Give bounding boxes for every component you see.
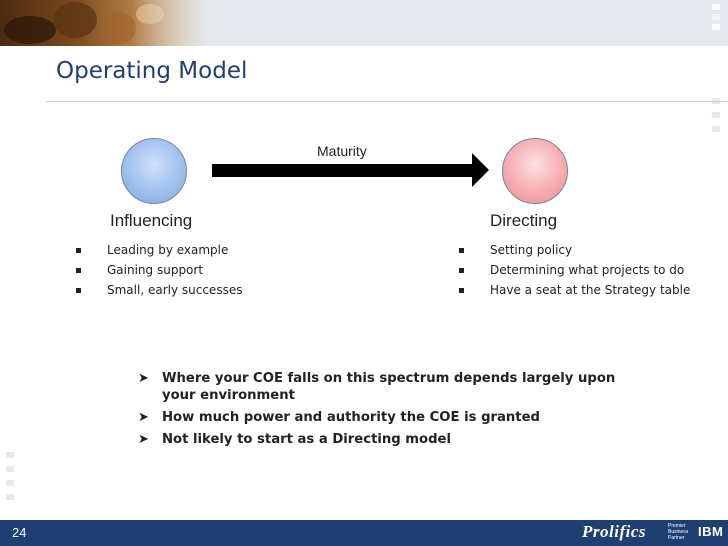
page-number: 24 [12,525,27,540]
partner-line: Partner [668,535,685,541]
header-blocks-right [708,0,728,46]
partner-line: Business [668,529,689,535]
summary-item: ➤ Not likely to start as a Directing mode… [138,431,638,448]
directing-circle [502,138,568,204]
partner-line: Premier [668,523,686,529]
list-item: Have a seat at the Strategy table [455,282,695,298]
list-item-text: Determining what projects to do [490,263,685,277]
list-item-text: Gaining support [107,263,204,277]
header-photo-fade [132,0,212,46]
summary-item-text: Where your COE falls on this spectrum de… [162,371,616,403]
arrow-bullet-icon: ➤ [138,371,149,386]
square-bullet-icon [76,248,81,253]
square-bullet-icon [459,288,464,293]
decor-block [712,126,720,132]
influencing-label: Influencing [110,211,193,230]
summary-list: ➤ Where your COE falls on this spectrum d… [138,370,638,453]
side-blocks-left [6,452,26,512]
square-bullet-icon [76,268,81,273]
summary-item: ➤ How much power and authority the COE is… [138,409,638,426]
directing-label: Directing [490,211,558,230]
maturity-arrow-head-icon [472,153,489,187]
decor-block [712,24,720,30]
maturity-arrow [212,164,474,177]
list-item: Setting policy [455,242,695,258]
prolifics-logo: Prolifics [582,522,646,541]
decor-block [712,14,720,20]
side-blocks-right [710,98,728,138]
list-item: Determining what projects to do [455,262,695,278]
decor-block [712,4,720,10]
list-item: Leading by example [72,242,372,258]
square-bullet-icon [459,268,464,273]
summary-item-text: Not likely to start as a Directing model [162,432,452,447]
maturity-label: Maturity [317,143,367,159]
influencing-list: Leading by example Gaining support Small… [72,242,372,302]
influencing-circle [121,138,187,204]
summary-item-text: How much power and authority the COE is … [162,410,540,425]
arrow-bullet-icon: ➤ [138,410,149,425]
decor-block [6,466,14,472]
slide-title: Operating Model [56,58,248,84]
square-bullet-icon [76,288,81,293]
list-item-text: Have a seat at the Strategy table [490,283,691,297]
decor-block [6,480,14,486]
ibm-logo: IBM [698,524,724,539]
arrow-bullet-icon: ➤ [138,432,149,447]
list-item-text: Setting policy [490,243,573,257]
header-photo [0,0,212,46]
decor-block [6,494,14,500]
list-item-text: Leading by example [107,243,229,257]
footer-bar: 24 Prolifics Premier Business Partner IB… [0,520,728,546]
partner-badge: Premier Business Partner [668,523,698,541]
decor-block [712,112,720,118]
directing-list: Setting policy Determining what projects… [455,242,695,302]
summary-item: ➤ Where your COE falls on this spectrum d… [138,370,638,404]
list-item: Small, early successes [72,282,372,298]
square-bullet-icon [459,248,464,253]
decor-block [6,452,14,458]
title-underline [46,101,728,102]
list-item-text: Small, early successes [107,283,243,297]
list-item: Gaining support [72,262,372,278]
